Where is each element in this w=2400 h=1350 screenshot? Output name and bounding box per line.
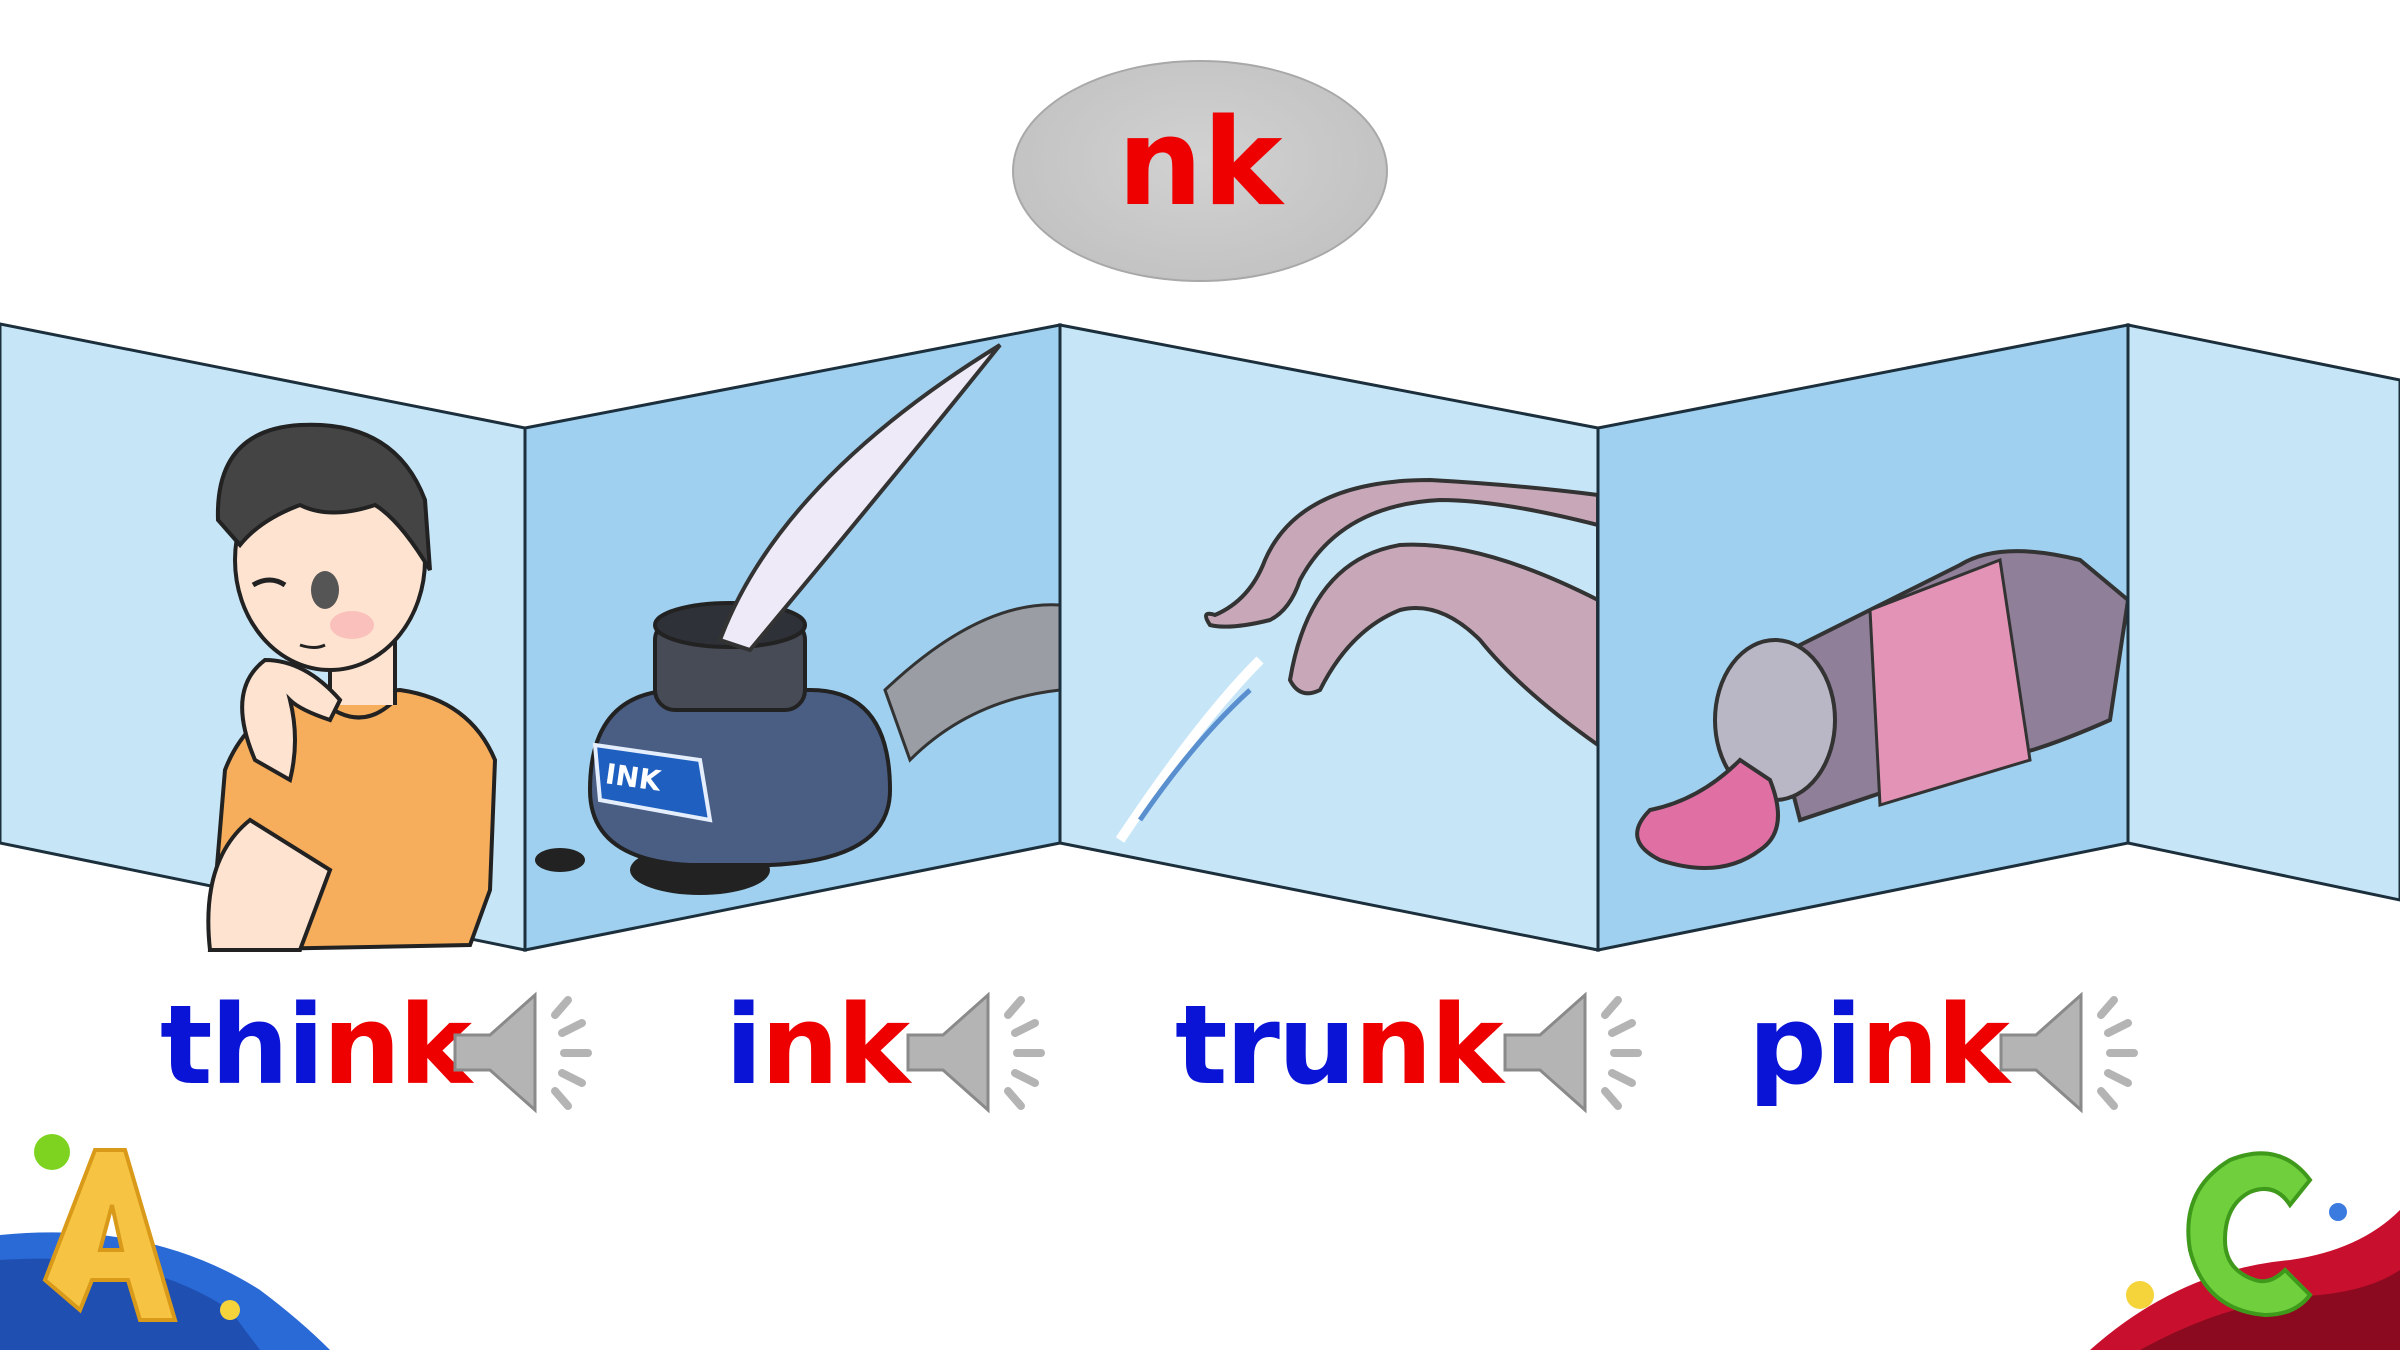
thinking-boy-image [206,422,498,953]
panel-ink: INK [523,323,1062,952]
pink-paint-tube-image [1635,549,2131,870]
ink-bottle-image: INK [535,343,1062,895]
panel-trunk [1058,323,1600,952]
heading-pattern: nk [1117,94,1283,233]
word-prefix: i [725,981,763,1109]
panel-edge [2126,323,2400,902]
elephant-trunk-image [1115,477,1600,843]
speaker-icon[interactable] [903,975,1053,1125]
word-ink: ink [725,990,910,1100]
speaker-icon[interactable] [450,975,600,1125]
speaker-icon[interactable] [1996,975,2146,1125]
word-prefix: tru [1175,981,1356,1109]
word-suffix: nk [322,981,472,1109]
word-trunk: trunk [1175,990,1504,1100]
panel-think [0,322,527,953]
heading-oval: nk [1012,60,1388,282]
ink-label: INK [603,757,664,798]
speaker-icon[interactable] [1500,975,1650,1125]
letter-c-icon [2186,1151,2313,1318]
panel-pink [1596,323,2131,952]
word-suffix: nk [1860,981,2009,1109]
bottom-right-decoration [2090,1151,2400,1350]
word-prefix: thi [160,981,325,1109]
word-prefix: pi [1748,981,1862,1109]
word-pink: pink [1748,990,2010,1100]
bottom-left-decoration [0,1134,330,1350]
word-suffix: nk [1354,981,1503,1109]
word-think: think [160,990,472,1100]
word-suffix: nk [760,981,910,1109]
letter-a-icon [42,1148,178,1322]
